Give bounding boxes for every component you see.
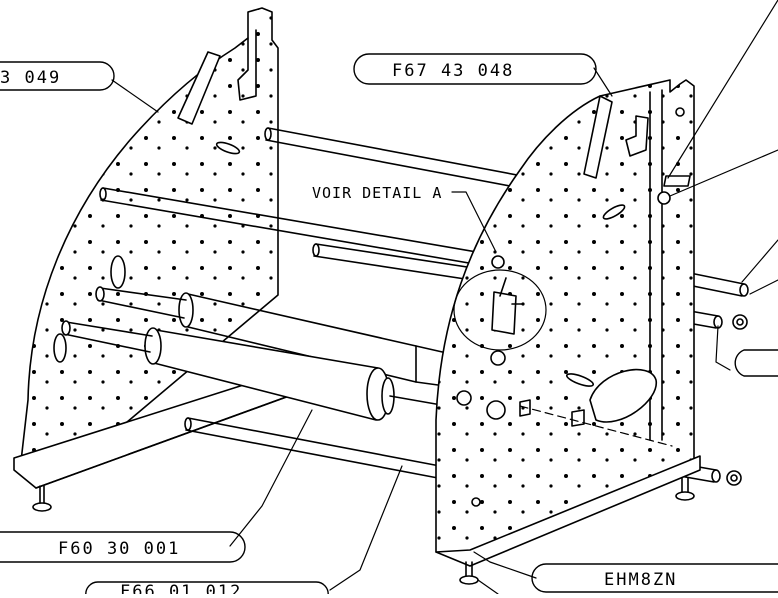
label-part-center-top: F67 43 048	[392, 61, 514, 81]
label-frame-left-top	[0, 61, 115, 91]
label-frame-bottom	[85, 581, 329, 598]
label-part-left-top: 3 049	[0, 68, 61, 88]
label-detail-callout: VOIR DETAIL A	[312, 184, 442, 202]
label-frame-foot	[531, 563, 778, 593]
label-part-foot: EHM8ZN	[604, 570, 677, 590]
label-frames	[0, 53, 778, 598]
label-part-roller: F60 30 001	[58, 539, 180, 559]
roller-main	[61, 320, 471, 421]
right-base-rail	[435, 455, 701, 585]
label-frame-right-partial	[734, 349, 778, 377]
label-part-bottom: F66 01 012	[120, 582, 242, 594]
hardware	[456, 107, 748, 486]
label-frame-roller	[0, 531, 246, 563]
right-side-plate	[435, 79, 695, 561]
left-base-rail	[13, 373, 301, 512]
leader-lines	[111, 0, 778, 595]
label-frame-center-top	[353, 53, 597, 85]
detail-a-circle	[453, 255, 547, 351]
left-side-plate	[19, 7, 279, 487]
